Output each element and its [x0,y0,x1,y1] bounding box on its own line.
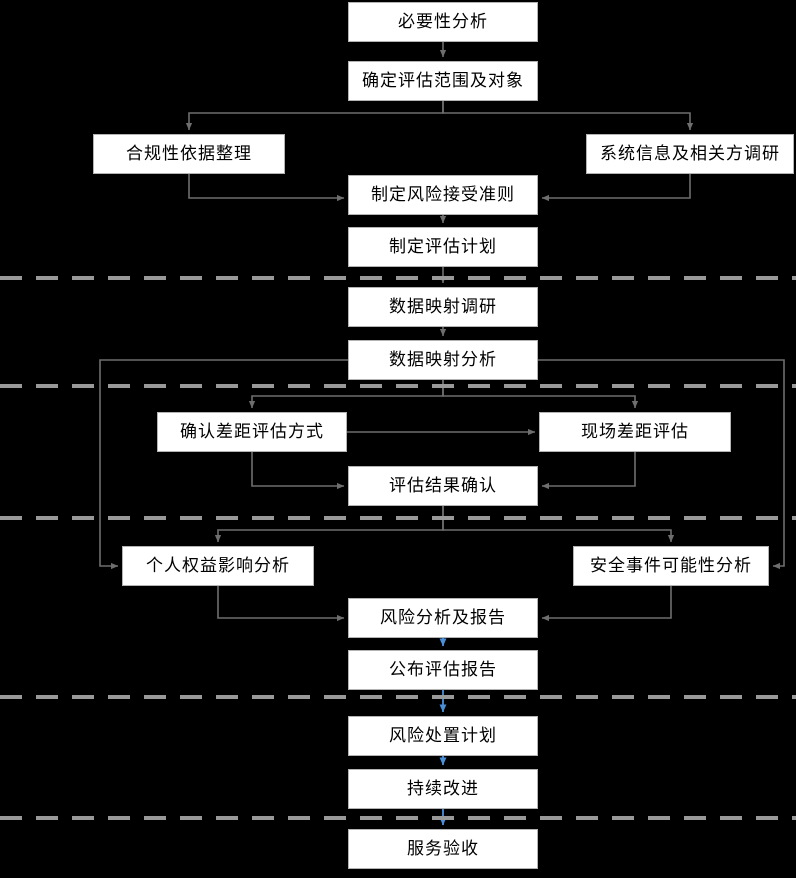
node-label: 制定评估计划 [389,236,497,257]
node-label: 必要性分析 [398,11,488,32]
node-label: 合规性依据整理 [126,143,252,164]
node-necessity-analysis[interactable]: 必要性分析 [348,2,538,42]
connector-n8-n13 [538,359,785,570]
node-label: 数据映射调研 [389,296,497,317]
connector-n8-n12 [99,359,348,570]
node-personal-rights-impact-analysis[interactable]: 个人权益影响分析 [122,546,314,586]
node-risk-treatment-plan[interactable]: 风险处置计划 [348,716,538,756]
connector-n11-n13 [442,506,675,543]
node-continuous-improvement[interactable]: 持续改进 [348,769,538,809]
node-compliance-basis-collation[interactable]: 合规性依据整理 [93,134,285,174]
node-data-mapping-research[interactable]: 数据映射调研 [348,287,538,327]
node-label: 现场差距评估 [581,421,689,442]
node-define-scope-and-objects[interactable]: 确定评估范围及对象 [348,61,538,101]
gray-connectors [99,42,785,622]
node-label: 确认差距评估方式 [180,421,324,442]
node-publish-assessment-report[interactable]: 公布评估报告 [348,650,538,690]
connector-n8-n9 [248,380,444,409]
node-risk-analysis-and-report[interactable]: 风险分析及报告 [348,598,538,638]
connector-n11-n12 [214,506,444,543]
node-onsite-gap-assessment[interactable]: 现场差距评估 [539,412,731,452]
connector-n2-n3 [185,101,444,131]
node-label: 评估结果确认 [389,475,497,496]
node-label: 公布评估报告 [389,659,497,680]
node-label: 风险处置计划 [389,725,497,746]
node-risk-acceptance-criteria[interactable]: 制定风险接受准则 [348,175,538,215]
connector-n4-n5 [541,174,691,202]
connector-n8-n10 [442,380,639,409]
node-system-info-and-stakeholder-research[interactable]: 系统信息及相关方调研 [586,134,794,174]
node-security-incident-likelihood-analysis[interactable]: 安全事件可能性分析 [573,546,769,586]
node-label: 系统信息及相关方调研 [600,143,780,164]
connector-n3-n5 [188,174,345,202]
node-assessment-plan[interactable]: 制定评估计划 [348,227,538,267]
node-label: 服务验收 [407,838,479,859]
node-assessment-result-confirmation[interactable]: 评估结果确认 [348,466,538,506]
connector-n10-n11 [541,452,636,490]
node-data-mapping-analysis[interactable]: 数据映射分析 [348,340,538,380]
node-label: 个人权益影响分析 [146,555,290,576]
connector-n9-n11 [251,452,345,490]
node-label: 确定评估范围及对象 [362,70,524,91]
node-confirm-gap-assessment-method[interactable]: 确认差距评估方式 [157,412,347,452]
node-service-acceptance[interactable]: 服务验收 [348,829,538,869]
connector-n12-n14 [217,586,345,622]
node-label: 风险分析及报告 [380,607,506,628]
node-label: 安全事件可能性分析 [590,555,752,576]
node-label: 持续改进 [407,778,479,799]
connector-n2-n4 [442,101,694,131]
connector-n13-n14 [541,586,672,622]
node-label: 数据映射分析 [389,349,497,370]
node-label: 制定风险接受准则 [371,184,515,205]
